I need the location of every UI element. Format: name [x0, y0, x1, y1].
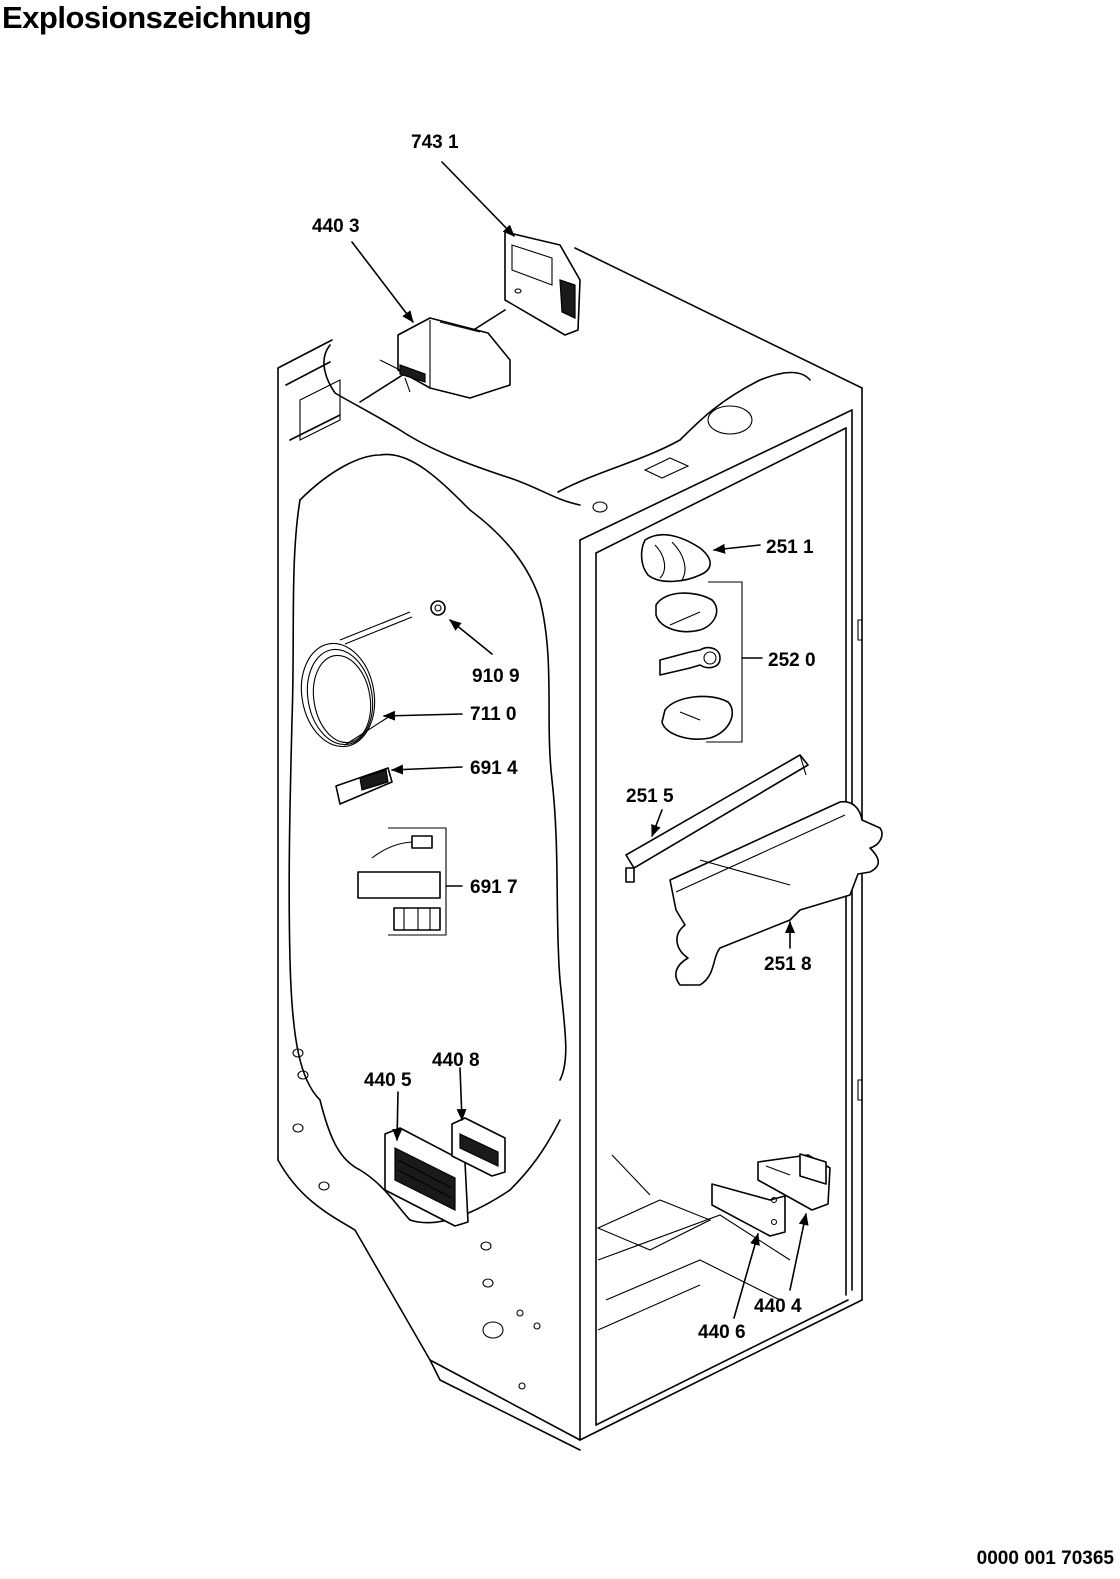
- part-251-1-lamp-cover: [640, 533, 711, 583]
- leader-lines: [351, 161, 809, 1319]
- callout-labels: 743 1 440 3 251 1 252 0 910 9 711 0 691 …: [312, 132, 816, 1343]
- callout-440-3: 440 3: [312, 216, 360, 237]
- callout-711-0: 711 0: [470, 704, 517, 725]
- part-440-5-pcb: [384, 1127, 469, 1227]
- callout-440-6: 440 6: [698, 1322, 746, 1343]
- callout-252-0: 252 0: [768, 650, 816, 671]
- page-title: Explosionszeichnung: [2, 0, 312, 35]
- callout-440-5: 440 5: [364, 1070, 412, 1091]
- callout-251-8: 251 8: [764, 954, 812, 975]
- callout-910-9: 910 9: [472, 666, 520, 687]
- part-252-0-lamp-group: [655, 581, 743, 743]
- callout-743-1: 743 1: [411, 132, 459, 153]
- part-440-8-pcb: [451, 1117, 506, 1177]
- callout-251-1: 251 1: [766, 537, 814, 558]
- callout-440-4: 440 4: [754, 1296, 802, 1317]
- part-440-6-mount-plate: [711, 1183, 786, 1237]
- part-711-0-tube-coil: [300, 611, 413, 748]
- screw-holes: [292, 405, 753, 1390]
- callout-440-8: 440 8: [432, 1050, 480, 1071]
- part-691-7-group: [357, 827, 447, 936]
- part-440-4-bracket: [757, 1153, 831, 1211]
- part-440-3-control-module: [379, 317, 511, 399]
- part-251-5-rail: [625, 754, 809, 883]
- part-251-8-panel: [669, 800, 883, 986]
- callout-251-5: 251 5: [626, 786, 674, 807]
- part-743-1-control-housing: [504, 231, 581, 336]
- callout-691-4: 691 4: [470, 758, 518, 779]
- callout-691-7: 691 7: [470, 877, 518, 898]
- part-910-9-nut: [430, 600, 446, 616]
- part-691-4-sensor: [335, 767, 393, 805]
- document-number: 0000 001 70365: [976, 1548, 1114, 1569]
